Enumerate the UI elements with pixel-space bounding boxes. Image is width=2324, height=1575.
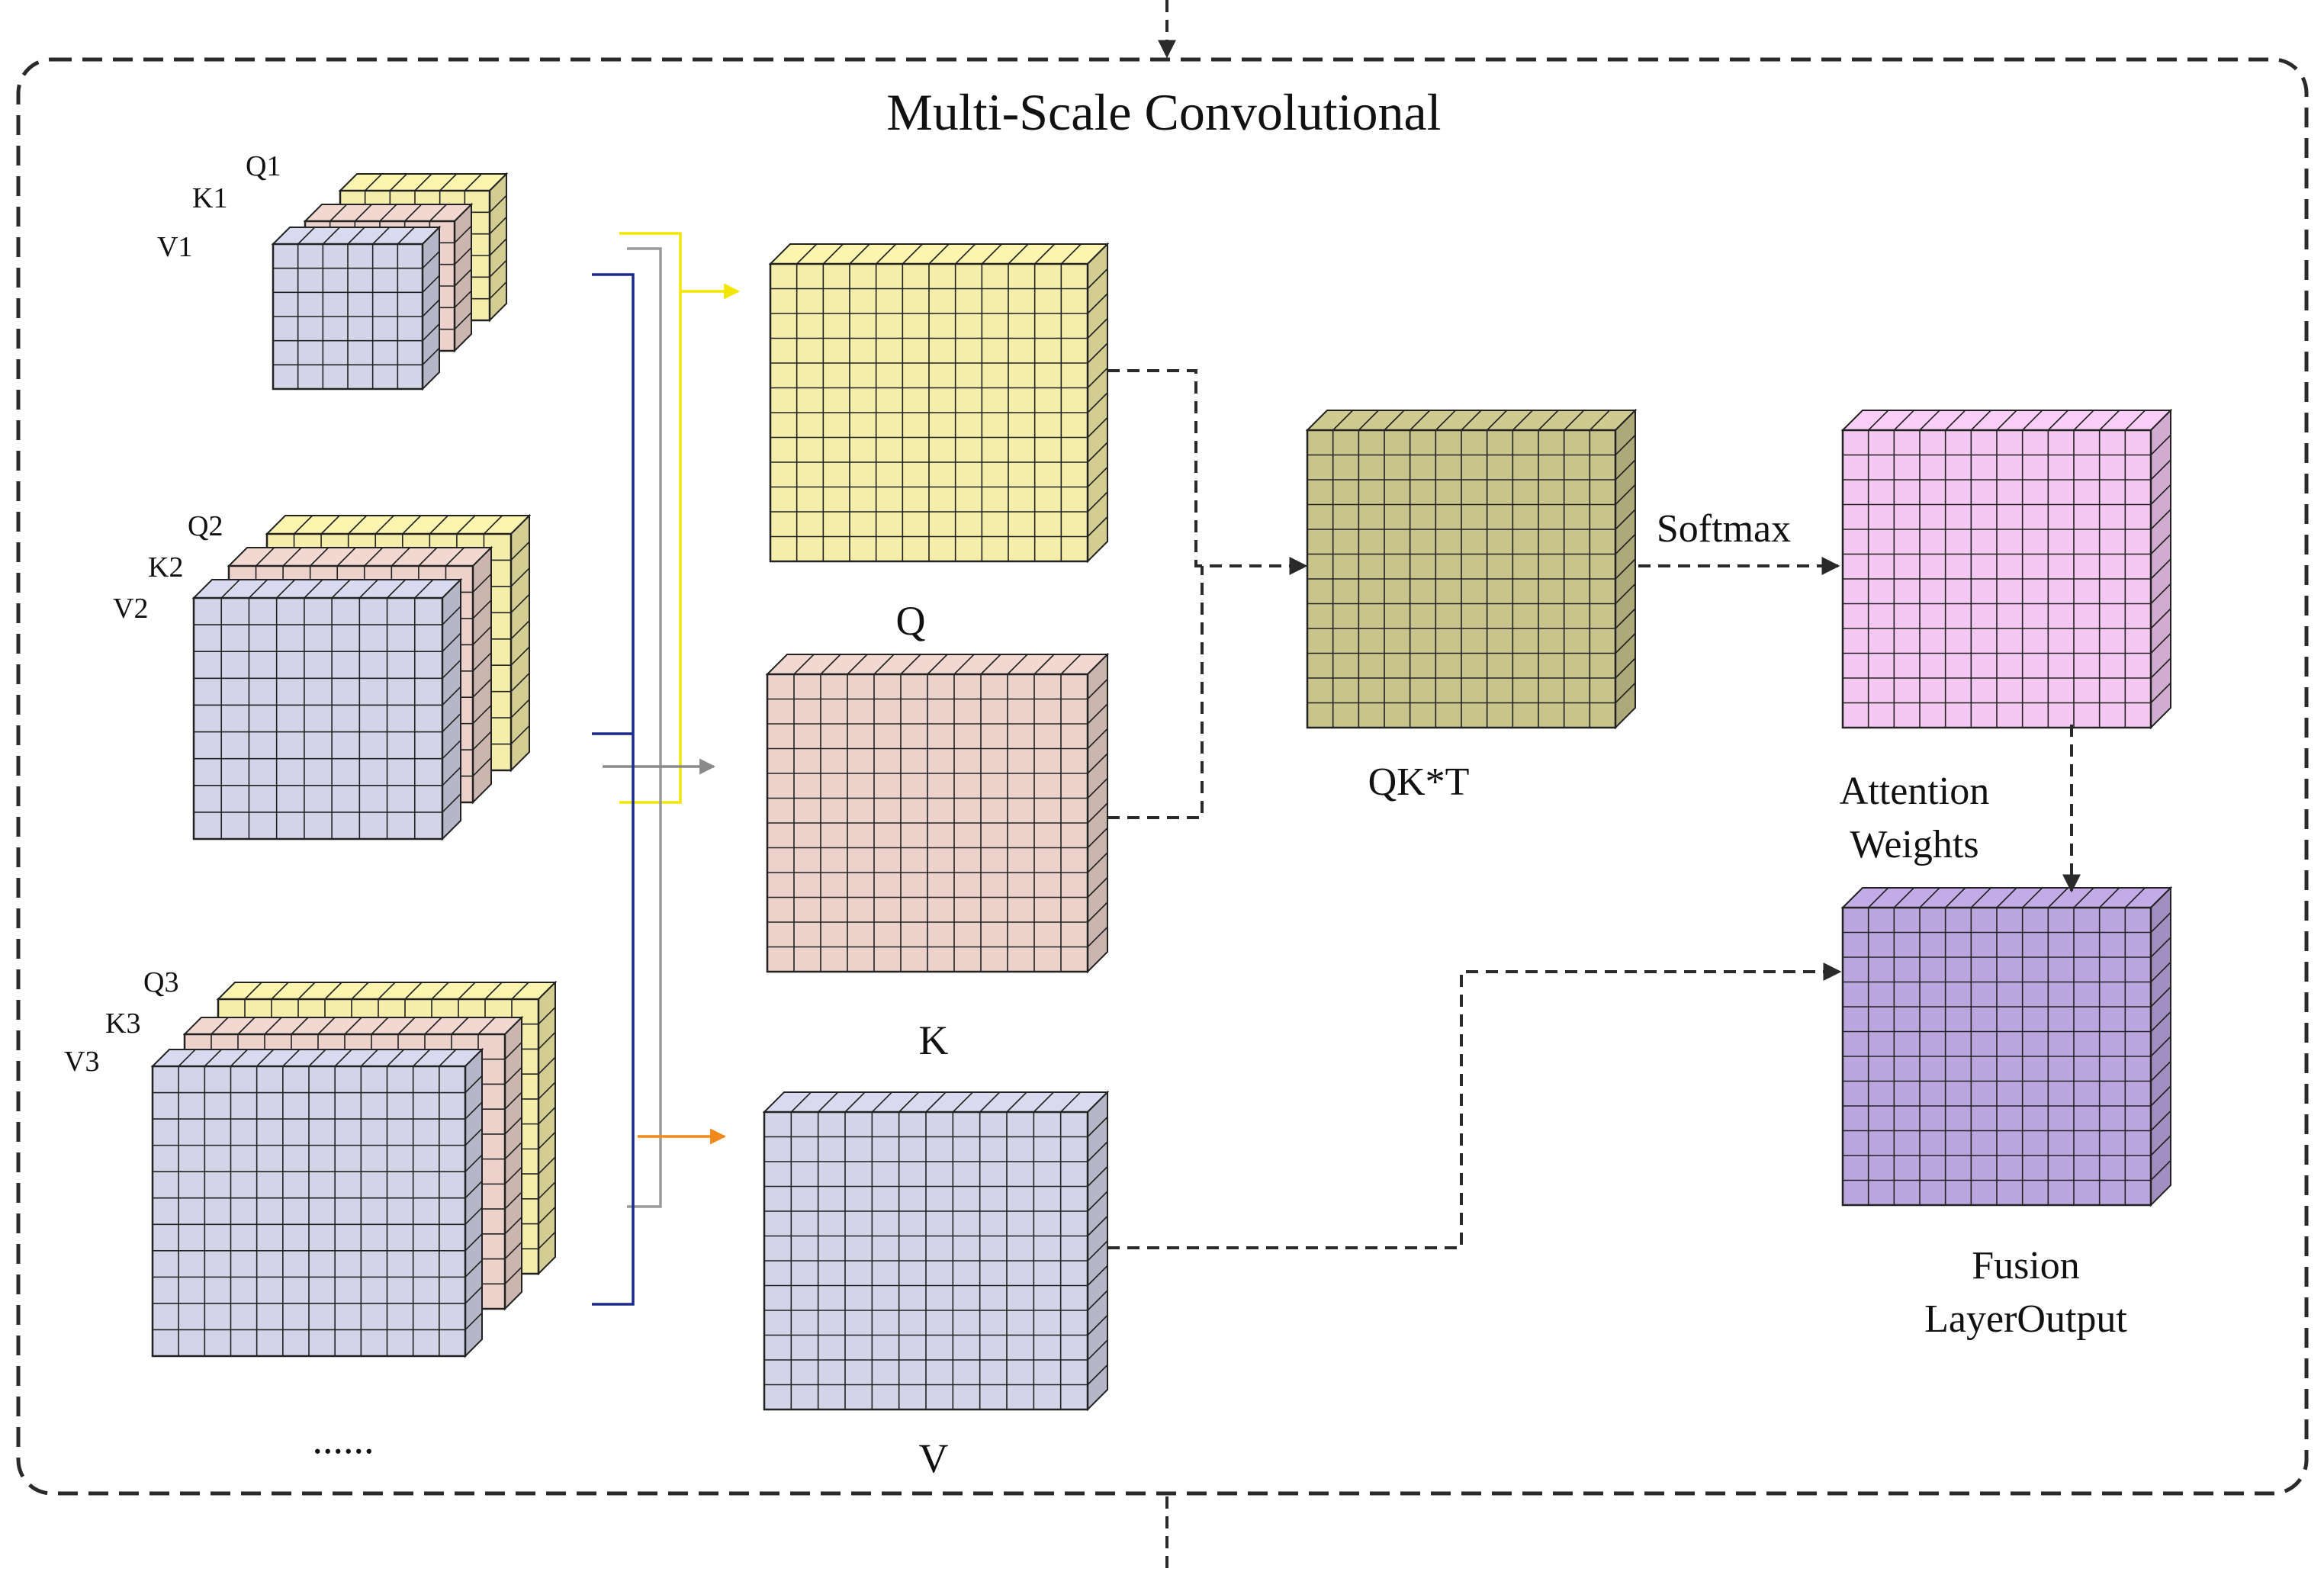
label-attention-weights-line2: Weights [1850, 823, 1978, 866]
flow-arrows [1107, 369, 2081, 1249]
cube-v2 [191, 577, 463, 841]
label-q3: Q3 [143, 966, 178, 998]
ellipsis-label: ...... [313, 1416, 374, 1462]
v-to-fusion-arrow [1107, 963, 1842, 1249]
label-qkt: QK*T [1368, 760, 1470, 804]
cube-v [762, 1090, 1110, 1412]
label-v1: V1 [157, 231, 192, 263]
q-to-qk-arrow [1107, 369, 1308, 575]
value-connector [592, 273, 635, 1306]
label-k2: K2 [148, 551, 183, 583]
diagram-title: Multi-Scale Convolutional [886, 83, 1441, 141]
label-softmax: Softmax [1657, 507, 1791, 551]
label-k1: K1 [192, 182, 227, 214]
cube-attention [1840, 408, 2173, 730]
cube-qkt [1305, 408, 1638, 730]
k-to-qk-line [1107, 566, 1204, 819]
label-v: V [919, 1435, 949, 1481]
cube-k [765, 652, 1110, 974]
query-connector [619, 232, 682, 804]
cube-v1 [271, 225, 442, 391]
cube-v3 [150, 1047, 484, 1358]
label-fusion-line1: Fusion [1972, 1244, 2080, 1287]
cube-fusion [1840, 886, 2173, 1207]
label-k: K [919, 1017, 949, 1063]
label-attention-weights-line1: Attention [1840, 770, 1989, 813]
tensor-blocks [150, 172, 2173, 1412]
label-q: Q [896, 598, 926, 644]
key-connector [627, 247, 662, 1208]
label-q1: Q1 [246, 150, 281, 182]
label-fusion-line2: LayerOutput [1924, 1297, 2127, 1341]
labels: Multi-Scale Convolutional Q1 K1 V1 Q2 K2… [64, 83, 2127, 1481]
label-k3: K3 [105, 1008, 140, 1040]
cube-q [768, 242, 1110, 564]
label-v2: V2 [113, 593, 148, 625]
label-q2: Q2 [188, 510, 223, 542]
module-frame [16, 57, 2309, 1496]
connectors [592, 232, 741, 1306]
label-v3: V3 [64, 1046, 99, 1078]
